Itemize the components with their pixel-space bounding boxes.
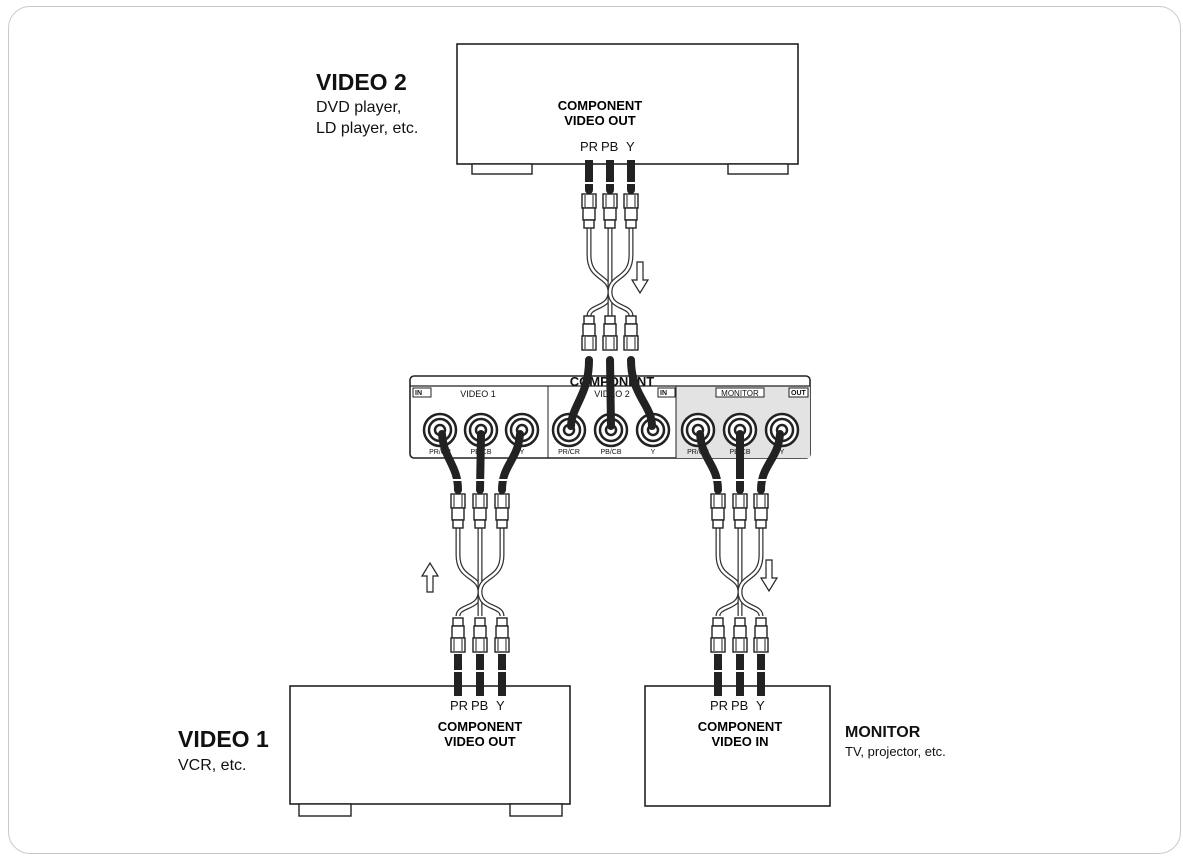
plug-video2-bottom-pr [581, 315, 597, 351]
plug-video2-bottom-pb [602, 315, 618, 351]
jack-label: PR/CR [687, 449, 709, 456]
plug-video1-top-y [494, 493, 510, 529]
plug-video1-top-pb [472, 493, 488, 529]
plug-video1-top-pr [450, 493, 466, 529]
video1-jack-line2: VIDEO OUT [444, 734, 516, 749]
video1-device [289, 685, 571, 817]
video1-title: VIDEO 1 [178, 726, 269, 752]
plug-video1-bottom-y [494, 617, 510, 653]
jack-label: PR/CR [558, 449, 580, 456]
monitor-desc: TV, projector, etc. [845, 744, 946, 759]
pin-label: PB [731, 698, 749, 713]
plug-video2-top-pb [602, 193, 618, 229]
cable-video2 [578, 162, 642, 319]
video2-jack-title: COMPONENT VIDEO OUT [530, 98, 670, 128]
panel-monitor-label: MONITOR [721, 389, 759, 398]
pin-label: Y [496, 698, 505, 713]
panel-out-label: OUT [791, 390, 807, 397]
jack-label: PB/CB [600, 449, 621, 456]
pin-label: PR [580, 139, 599, 154]
video2-jack-line2: VIDEO OUT [564, 113, 636, 128]
plug-monitor-top-pr [710, 493, 726, 529]
monitor-jack-line2: VIDEO IN [711, 734, 769, 749]
signal-arrow-down-icon [759, 559, 779, 593]
cable-monitor [708, 528, 771, 692]
jack-label: Y [520, 449, 525, 456]
pin-label: Y [626, 139, 635, 154]
plug-video1-bottom-pr [450, 617, 466, 653]
video2-jack-line1: COMPONENT [557, 98, 643, 113]
pin-label: PB [471, 698, 489, 713]
panel-video1-label: VIDEO 1 [460, 389, 496, 399]
video2-device [456, 43, 799, 175]
jack-label: PR/CR [429, 449, 451, 456]
plug-video2-top-y [623, 193, 639, 229]
plug-monitor-top-y [753, 493, 769, 529]
plug-monitor-top-pb [732, 493, 748, 529]
monitor-device [644, 685, 831, 807]
plug-video1-bottom-pb [472, 617, 488, 653]
diagram-frame [8, 6, 1181, 854]
plug-video2-top-pr [581, 193, 597, 229]
plug-video2-bottom-y [623, 315, 639, 351]
cable-video1 [448, 528, 512, 692]
video2-desc-line1: DVD player, [316, 99, 402, 116]
video2-jack-leads [567, 356, 656, 430]
jack-label: Y [780, 449, 785, 456]
video1-jack-line1: COMPONENT [437, 719, 523, 734]
panel-in-left-label: IN [415, 390, 422, 397]
pin-label: PB [601, 139, 619, 154]
monitor-jack-line1: COMPONENT [697, 719, 783, 734]
video2-desc-line2: LD player, etc. [316, 120, 419, 137]
plug-monitor-bottom-y [753, 617, 769, 653]
video2-title: VIDEO 2 [316, 69, 407, 95]
pin-label: Y [756, 698, 765, 713]
signal-arrow-up-icon [420, 561, 440, 593]
panel-in-mid-label: IN [660, 390, 667, 397]
monitor-jack-title: COMPONENT VIDEO IN [670, 719, 810, 749]
monitor-title: MONITOR [845, 724, 921, 741]
plug-monitor-bottom-pr [710, 617, 726, 653]
plug-monitor-bottom-pb [732, 617, 748, 653]
pin-label: PR [450, 698, 469, 713]
video1-jack-title: COMPONENT VIDEO OUT [410, 719, 550, 749]
video1-desc: VCR, etc. [178, 757, 247, 774]
pin-label: PR [710, 698, 729, 713]
jack-label: Y [651, 449, 656, 456]
signal-arrow-down-icon [630, 261, 650, 295]
